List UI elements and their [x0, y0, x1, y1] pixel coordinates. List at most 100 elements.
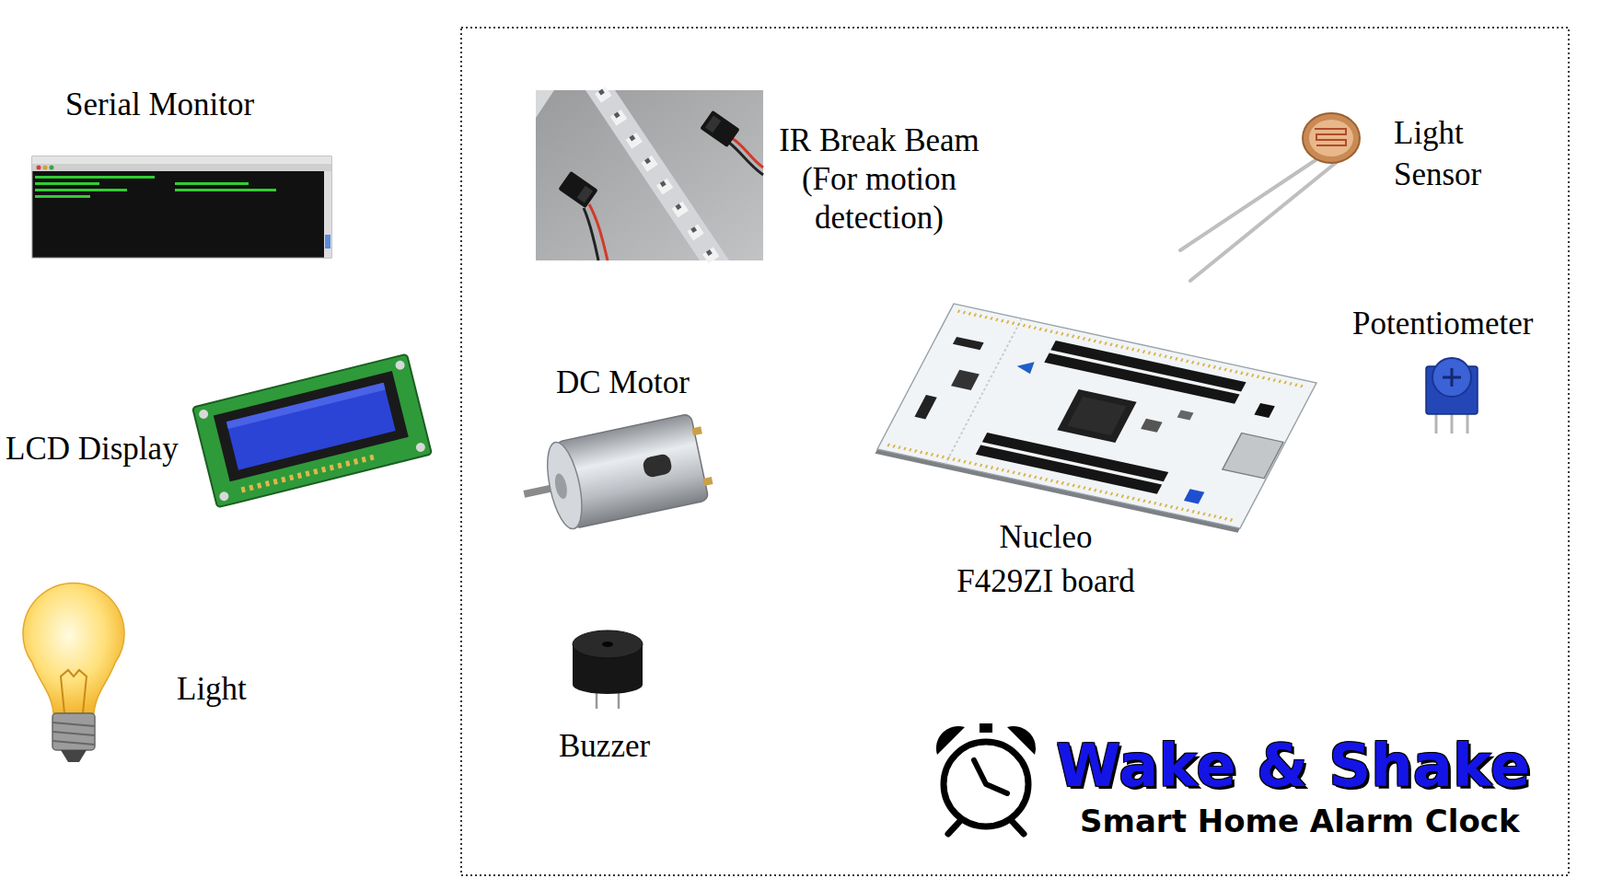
light-bulb-part	[23, 582, 125, 714]
lcd-module-part	[213, 371, 409, 482]
dc-motor-part	[541, 439, 589, 533]
light-sensor	[1180, 113, 1360, 281]
potentiometer-part	[1432, 358, 1472, 397]
buzzer-part	[572, 630, 643, 659]
light-bulb-part	[60, 750, 87, 763]
nucleo-board-part	[1177, 410, 1195, 421]
lcd-module-part	[394, 359, 406, 372]
terminal-window-part	[34, 175, 155, 179]
component-label: LCD Display	[5, 429, 179, 469]
ir-break-beam-part	[731, 138, 764, 168]
nucleo-board-part	[975, 444, 1162, 494]
nucleo-board-part	[1014, 359, 1036, 374]
light-sensor-part	[1309, 119, 1354, 157]
nucleo-board-part	[877, 303, 1317, 529]
terminal-window-part	[324, 171, 332, 258]
terminal-window-part	[34, 182, 100, 186]
light-bulb-part	[52, 713, 95, 751]
component-label: IR Break Beam (For motion detection)	[768, 121, 990, 238]
alarm-clock-icon-part	[1012, 822, 1024, 835]
nucleo-board-part	[1140, 418, 1163, 433]
potentiometer	[1426, 358, 1478, 434]
light-bulb-part	[52, 722, 95, 727]
lcd-module-part	[218, 490, 230, 502]
component-label: Potentiometer	[1352, 304, 1533, 344]
component-label: DC Motor	[556, 363, 690, 403]
potentiometer-part	[1466, 412, 1470, 434]
alarm-clock-icon	[936, 723, 1036, 835]
ir-break-beam-part-part	[699, 110, 740, 148]
ir-break-beam-part	[600, 90, 715, 261]
nucleo-board-part	[1253, 403, 1275, 418]
logo-tagline: Smart Home Alarm Clock	[1079, 805, 1520, 837]
alarm-clock-icon-part	[973, 760, 1008, 794]
terminal-window	[32, 156, 332, 258]
nucleo-board-part	[950, 370, 980, 391]
ir-break-beam-part	[699, 110, 740, 148]
component-label: Buzzer	[558, 727, 650, 766]
potentiometer-part	[1450, 412, 1454, 434]
light-sensor-part	[1190, 162, 1337, 281]
nucleo-board-part	[1183, 488, 1205, 504]
terminal-window-part	[34, 195, 91, 198]
ir-break-beam-part	[535, 90, 764, 261]
alarm-clock-icon-part	[943, 742, 1029, 827]
terminal-window-part	[324, 234, 331, 249]
lcd-module-part	[197, 408, 209, 420]
nucleo-board-part	[914, 394, 937, 419]
component-label: Light Sensor	[1393, 112, 1505, 196]
nucleo-board-part	[1056, 389, 1137, 443]
terminal-window-part	[43, 165, 48, 171]
light-bulb-part	[52, 731, 95, 736]
light-bulb-part	[52, 741, 95, 745]
system-boundary	[461, 27, 1569, 876]
dc-motor	[514, 412, 717, 538]
light-sensor-part	[1314, 128, 1346, 146]
ir-break-beam-part	[585, 90, 730, 261]
lcd-module	[192, 354, 432, 509]
buzzer-part	[572, 675, 643, 695]
light-bulb	[7, 578, 140, 763]
ir-break-beam-part-part	[705, 115, 721, 133]
ir-break-beam-part	[557, 171, 598, 209]
ir-break-beam-part-part	[557, 171, 598, 209]
dc-motor-part	[691, 426, 702, 436]
component-label: Light	[176, 670, 247, 709]
terminal-window-part	[34, 188, 128, 192]
ir-break-beam-part	[600, 90, 715, 261]
nucleo-board-part	[952, 336, 985, 350]
lcd-module-part	[192, 354, 432, 509]
ir-break-beam	[535, 90, 764, 261]
alarm-clock-icon-part	[948, 822, 960, 835]
terminal-window-part	[49, 165, 55, 171]
terminal-window-part	[174, 188, 277, 192]
nucleo-board-part	[1043, 352, 1240, 404]
light-bulb-part	[60, 670, 87, 714]
light-sensor-part	[1302, 113, 1360, 163]
nucleo-board-part	[1222, 432, 1284, 478]
lcd-module-part	[415, 441, 427, 453]
dc-motor-part	[553, 472, 570, 500]
potentiometer-part	[1435, 412, 1438, 434]
nucleo-board-part	[1067, 396, 1127, 436]
terminal-window-part	[32, 156, 332, 258]
nucleo-board	[875, 303, 1317, 534]
alarm-clock-icon-part	[979, 723, 993, 733]
terminal-window-part	[32, 156, 332, 164]
ir-break-beam-part	[535, 90, 555, 118]
potentiometer-part	[1450, 368, 1454, 387]
terminal-window-part	[174, 182, 249, 186]
lcd-module-part	[226, 382, 386, 429]
light-sensor-part	[1180, 158, 1319, 251]
dc-motor-part	[702, 476, 713, 487]
buzzer	[572, 630, 643, 709]
logo-title: Wake & Shake	[1055, 733, 1531, 799]
terminal-window-part	[36, 165, 42, 171]
component-label: Nucleo F429ZI board	[951, 515, 1140, 604]
lcd-module-part	[241, 456, 376, 490]
ir-break-beam-part-part	[577, 185, 593, 204]
buzzer-part	[602, 641, 614, 648]
component-label: Serial Monitor	[65, 85, 255, 125]
